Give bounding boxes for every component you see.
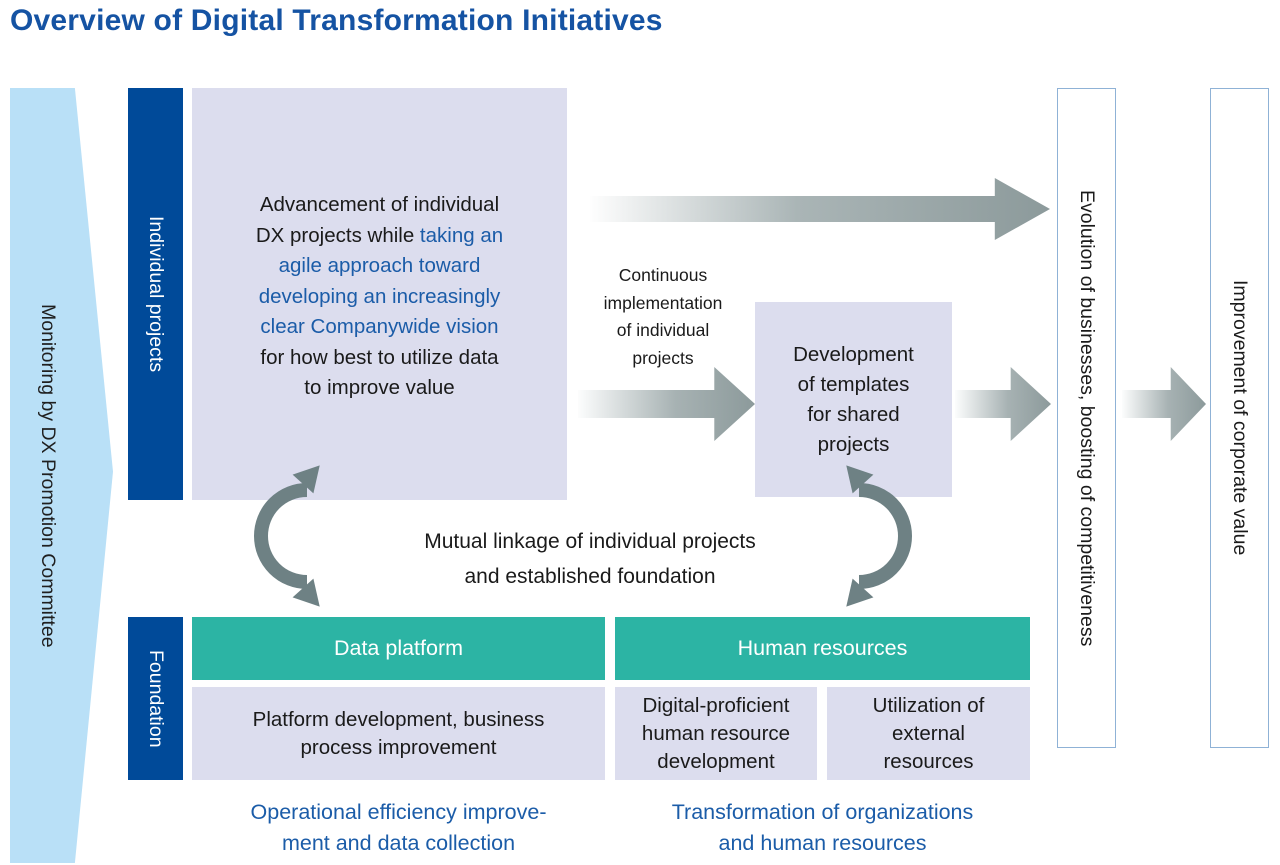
templates-box-label: Development of templates for shared proj…: [793, 342, 914, 456]
human-resources-caption: Transformation of organizations and huma…: [671, 800, 974, 855]
foundation-label: Foundation: [145, 649, 167, 748]
templates-flow-right-arrow-icon: [955, 367, 1051, 441]
mutual-linkage-right-curved-arrow-icon: [846, 465, 912, 607]
individual-projects-main-box: Advancement of individual DX projects wh…: [192, 88, 567, 500]
individual-projects-label: Individual projects: [145, 215, 167, 373]
monitoring-label: Monitoring by DX Promotion Committee: [37, 303, 59, 648]
digital-proficient-box: Digital-proficient human resource develo…: [615, 687, 817, 780]
monitoring-banner: Monitoring by DX Promotion Committee: [10, 88, 113, 863]
mutual-linkage-label: Mutual linkage of individual projects an…: [424, 530, 756, 588]
continuous-implementation-label: Continuous implementation of individual …: [603, 265, 723, 368]
evolution-outcome-box: Evolution of businesses, boosting of com…: [1057, 88, 1116, 748]
human-resources-header: Human resources: [615, 617, 1030, 680]
individual-projects-bar: Individual projects: [128, 88, 183, 500]
data-platform-header: Data platform: [192, 617, 605, 680]
data-platform-caption: Operational efficiency improve- ment and…: [250, 800, 547, 855]
external-resources-box: Utilization of external resources: [827, 687, 1030, 780]
individual-projects-description: Advancement of individual DX projects wh…: [256, 190, 503, 404]
corporate-value-outcome-box: Improvement of corporate value: [1210, 88, 1269, 748]
top-flow-right-arrow-icon: [590, 178, 1050, 240]
evolution-outcome-label: Evolution of businesses, boosting of com…: [1076, 189, 1098, 647]
description-black-part2: for how best to utilize data to improve …: [260, 345, 499, 400]
page-title: Overview of Digital Transformation Initi…: [10, 4, 663, 37]
outcomes-flow-right-arrow-icon: [1122, 367, 1206, 441]
foundation-bar: Foundation: [128, 617, 183, 780]
continuous-flow-right-arrow-icon: [578, 367, 755, 441]
templates-box: Development of templates for shared proj…: [755, 302, 952, 497]
platform-development-box: Platform development, business process i…: [192, 687, 605, 780]
mutual-linkage-left-curved-arrow-icon: [254, 465, 320, 607]
description-blue-part: taking an agile approach toward developi…: [258, 223, 504, 339]
description-black-part1: Advancement of individual DX projects wh…: [255, 193, 500, 247]
corporate-value-outcome-label: Improvement of corporate value: [1229, 280, 1251, 556]
